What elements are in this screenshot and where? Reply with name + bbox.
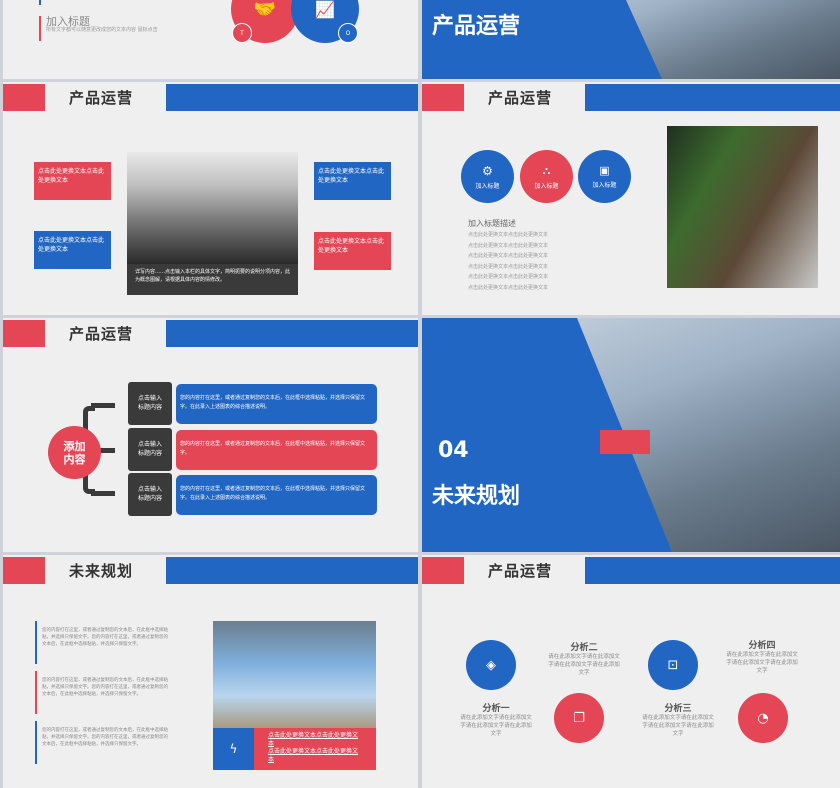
analysis-item: 分析二 请在此添加文字请在此添加文字请在此添加文字请在此添加文字 xyxy=(548,643,620,676)
slide-title: 产品运营 xyxy=(69,89,134,107)
slide-title: 产品运营 xyxy=(488,562,553,580)
callout-box: 点击此处更换文本点击此处更换文本 xyxy=(314,162,391,200)
accent-bar-blue xyxy=(39,0,41,5)
skyscraper-photo xyxy=(213,621,376,728)
item-text: 您的内容打在这里，或者通过复制您的文本后，在此框中选择粘贴，并选择只保留文字。在… xyxy=(176,475,377,515)
presentation-icon-circle: ▣加入标题 xyxy=(578,150,631,203)
lightning-icon-box: ϟ xyxy=(213,728,254,770)
header-red-block xyxy=(422,557,464,584)
office-photo xyxy=(667,126,818,288)
slide-thumbnail-callouts[interactable]: 产品运营 点击此处更换文本点击此处更换文本 点击此处更换文本点击此处更换文本 点… xyxy=(3,82,418,315)
presentation-icon: ▣ xyxy=(599,164,610,177)
description-title: 加入标题描述 xyxy=(468,219,516,228)
accent-bar-blue xyxy=(35,621,37,664)
share-icon: ⛬ xyxy=(542,163,551,177)
heading: 加入标题 xyxy=(46,15,90,28)
slide-thumbnail-analysis[interactable]: 产品运营 ◈ ❐ ⊡ ◔ 分析一 请在此添加文字请在此添加文字请在此添加文字请在… xyxy=(422,555,840,788)
red-accent xyxy=(600,430,650,454)
item-label: 点击输入标题内容 xyxy=(128,428,172,471)
header-red-block xyxy=(3,84,45,111)
gear-icon-circle: ⚙加入标题 xyxy=(461,150,514,203)
gear-icon: ⚙ xyxy=(482,163,493,178)
slide-title: 产品运营 xyxy=(69,325,134,343)
badge-t: T xyxy=(232,23,252,43)
photo-caption: 详写内容……点击输入本栏的具体文字，简明扼要的说明分项内容，此为概念图解，请根据… xyxy=(127,264,298,295)
compass-icon-circle: ◈ xyxy=(466,640,516,690)
image-caption: 点击此处更换文本点击此处更换文本 点击此处更换文本点击此处更换文本 xyxy=(254,728,376,770)
callout-box: 点击此处更换文本点击此处更换文本 xyxy=(34,162,111,200)
slide-thumbnail-section[interactable]: 04 未来规划 xyxy=(422,318,840,552)
wallet-icon-circle: ❐ xyxy=(554,693,604,743)
accent-bar-red xyxy=(39,16,41,41)
item-label: 点击输入标题内容 xyxy=(128,473,172,516)
pie-chart-icon: ◔ xyxy=(757,710,769,726)
header-blue-bar xyxy=(585,557,840,584)
callout-box: 点击此处更换文本点击此处更换文本 xyxy=(34,231,111,269)
analysis-item: 分析三 请在此添加文字请在此添加文字请在此添加文字请在此添加文字 xyxy=(642,704,714,737)
item-text: 您的内容打在这里，或者通过复制您的文本后，在此框中选择粘贴，并选择只保留文字。 xyxy=(176,430,377,470)
header-red-block xyxy=(3,320,45,347)
arrow-icon xyxy=(91,403,115,408)
slide-title: 未来规划 xyxy=(69,562,134,580)
compass-icon: ◈ xyxy=(486,657,496,673)
section-title: 未来规划 xyxy=(432,484,521,509)
description: 所有文字都可以随意更改成您的文本内容 鼠标点击 xyxy=(46,27,158,33)
header-blue-bar xyxy=(166,320,418,347)
pie-chart-icon-circle: ◔ xyxy=(738,693,788,743)
header-blue-bar xyxy=(585,84,840,111)
analysis-item: 分析四 请在此添加文字请在此添加文字请在此添加文字请在此添加文字 xyxy=(726,641,798,674)
slide-thumbnail-partial-right[interactable]: 产品运营 xyxy=(422,0,840,79)
arrow-icon xyxy=(91,448,115,453)
blue-panel xyxy=(422,0,662,79)
arrow-icon xyxy=(91,491,115,496)
header-red-block xyxy=(3,557,45,584)
accent-bar-blue xyxy=(35,721,37,764)
lightning-icon: ϟ xyxy=(229,742,238,756)
callout-box: 点击此处更换文本点击此处更换文本 xyxy=(314,232,391,270)
header-red-block xyxy=(422,84,464,111)
slide-thumbnail-partial-left[interactable]: 加入标题 所有文字都可以随意更改成您的文本内容 鼠标点击 🤝 📈 T O xyxy=(3,0,418,79)
center-circle: 添加内容 xyxy=(48,426,101,479)
slide-title: 产品运营 xyxy=(488,89,553,107)
header-blue-bar xyxy=(166,84,418,111)
desk-photo xyxy=(127,152,298,264)
paragraph: 您的内容打在这里，或者通过复制您的文本后，在此框中选择粘贴，并选择只保留文字。您… xyxy=(42,678,168,697)
description-lines: 点击此处更换文本点击此处更换文本点击此处更换文本点击此处更换文本点击此处更换文本… xyxy=(468,232,549,291)
analysis-item: 分析一 请在此添加文字请在此添加文字请在此添加文字请在此添加文字 xyxy=(460,704,532,737)
share-icon-circle: ⛬加入标题 xyxy=(520,150,573,203)
paragraph: 您的内容打在这里，或者通过复制您的文本后，在此框中选择粘贴，并选择只保留文字。您… xyxy=(42,728,168,747)
slide-thumbnail-branch[interactable]: 产品运营 添加内容 点击输入标题内容 点击输入标题内容 点击输入标题内容 您的内… xyxy=(3,318,418,552)
section-number: 04 xyxy=(438,438,469,463)
header-blue-bar xyxy=(166,557,418,584)
accent-bar-red xyxy=(35,671,37,714)
wallet-icon: ❐ xyxy=(573,710,585,726)
message-icon: ⊡ xyxy=(667,657,679,673)
slide-thumbnail-icons[interactable]: 产品运营 ⚙加入标题 ⛬加入标题 ▣加入标题 加入标题描述 点击此处更换文本点击… xyxy=(422,82,840,315)
item-label: 点击输入标题内容 xyxy=(128,382,172,425)
message-icon-circle: ⊡ xyxy=(648,640,698,690)
item-text: 您的内容打在这里，或者通过复制您的文本后，在此框中选择粘贴，并选择只保留文字。在… xyxy=(176,384,377,424)
slide-thumbnail-future[interactable]: 未来规划 您的内容打在这里，或者通过复制您的文本后，在此框中选择粘贴，并选择只保… xyxy=(3,555,418,788)
slide-title: 产品运营 xyxy=(432,14,521,39)
badge-o: O xyxy=(338,23,358,43)
paragraph: 您的内容打在这里，或者通过复制您的文本后，在此框中选择粘贴，并选择只保留文字。您… xyxy=(42,628,168,647)
